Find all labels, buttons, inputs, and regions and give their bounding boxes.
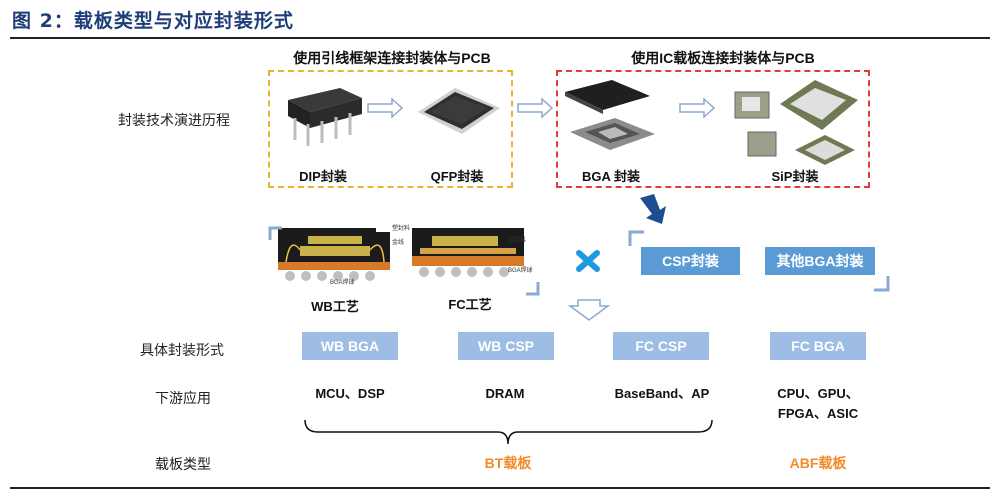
- qfp-chip-image: [418, 88, 500, 134]
- x-mark-icon: [576, 250, 600, 272]
- bga-chip-image: [565, 80, 655, 150]
- abf-substrate-label: ABF载板: [789, 455, 847, 471]
- wb-process-image: 塑封料 金线 BGA焊球: [278, 224, 410, 286]
- app-wb-bga: MCU、DSP: [315, 386, 385, 401]
- leadframe-header: 使用引线框架连接封装体与PCB: [293, 50, 491, 66]
- form-box-fc-csp: FC CSP: [613, 332, 709, 360]
- dip-label: DIP封装: [299, 169, 347, 184]
- sip-module-image: [734, 80, 858, 165]
- bottom-rule: [10, 487, 990, 489]
- bt-substrate-label: BT载板: [484, 455, 532, 471]
- row-label-forms: 具体封装形式: [140, 342, 224, 358]
- arrow-dip-to-qfp: [367, 97, 404, 119]
- form-box-wb-csp: WB CSP: [458, 332, 554, 360]
- svg-text:金线: 金线: [392, 238, 404, 246]
- svg-text:BGA焊球: BGA焊球: [330, 278, 355, 286]
- svg-text:BGA焊球: BGA焊球: [508, 266, 533, 274]
- app-fc-bga-line1: CPU、GPU、: [777, 386, 859, 401]
- form-box-wb-bga: WB BGA: [302, 332, 398, 360]
- ic-substrate-group-frame: [556, 70, 870, 188]
- wb-process-label: WB工艺: [311, 299, 359, 314]
- corner-brackets: [268, 226, 890, 296]
- app-wb-csp: DRAM: [485, 386, 525, 401]
- sip-label: SiP封装: [771, 169, 819, 184]
- fc-process-image: 塑封料 BGA焊球: [412, 228, 533, 277]
- row-label-evolution: 封装技术演进历程: [118, 112, 230, 128]
- row-label-downstream: 下游应用: [155, 390, 211, 406]
- app-fc-csp: BaseBand、AP: [614, 386, 710, 401]
- form-box-fc-bga: FC BGA: [770, 332, 866, 360]
- bga-label: BGA 封装: [581, 169, 641, 184]
- title-rule: [10, 37, 990, 39]
- arrow-down-to-forms: [567, 299, 611, 321]
- other-bga-category-box: 其他BGA封装: [765, 247, 875, 275]
- svg-text:塑封料: 塑封料: [508, 236, 526, 244]
- ic-substrate-header: 使用IC载板连接封装体与PCB: [631, 50, 815, 66]
- bt-bracket: [304, 419, 713, 445]
- dip-chip-image: [288, 88, 362, 146]
- fc-process-label: FC工艺: [448, 297, 492, 312]
- app-fc-bga-line2: FPGA、ASIC: [777, 406, 859, 421]
- qfp-label: QFP封装: [430, 169, 484, 184]
- row-label-substrate: 载板类型: [155, 456, 211, 472]
- arrow-bga-to-categories: [640, 194, 666, 224]
- arrow-leadframe-to-bga: [517, 97, 554, 119]
- csp-category-box: CSP封装: [641, 247, 740, 275]
- svg-text:塑封料: 塑封料: [392, 224, 410, 232]
- arrow-bga-to-sip: [679, 97, 716, 119]
- leadframe-group-frame: [268, 70, 513, 188]
- figure-title: 图 2：载板类型与对应封装形式: [12, 10, 294, 32]
